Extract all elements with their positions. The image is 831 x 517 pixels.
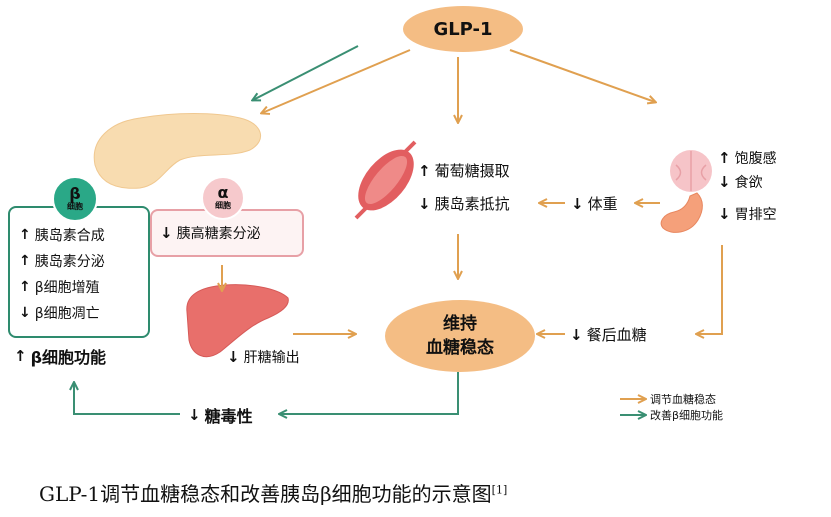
pancreas-illustration bbox=[93, 113, 262, 189]
beta-item: ↑胰岛素分泌 bbox=[19, 253, 105, 270]
orange-arrows bbox=[222, 49, 723, 399]
glucose-uptake-label: ↑葡萄糖摄取 bbox=[418, 161, 510, 181]
liver-illustration bbox=[186, 284, 289, 358]
glucose-homeostasis-node: 维持 血糖稳态 bbox=[385, 300, 535, 372]
satiety-label: ↑饱腹感 bbox=[718, 149, 777, 167]
beta-cell-effects-box: ↑胰岛素合成 ↑胰岛素分泌 ↑β细胞增殖 ↓β细胞凋亡 bbox=[8, 206, 150, 338]
caption-ref: [1] bbox=[491, 483, 508, 497]
figure-caption: GLP-1调节血糖稳态和改善胰岛β细胞功能的示意图[1] bbox=[39, 482, 508, 506]
postprandial-glucose-label: ↓餐后血糖 bbox=[570, 325, 647, 345]
muscle-illustration bbox=[354, 140, 417, 220]
gastric-emptying-label: ↓胃排空 bbox=[718, 205, 777, 223]
beta-sub: 细胞 bbox=[67, 202, 83, 211]
beta-cell-badge: β 细胞 bbox=[52, 176, 98, 222]
glp1-label: GLP-1 bbox=[433, 18, 493, 40]
glp1-node: GLP-1 bbox=[403, 6, 523, 52]
alpha-sub: 细胞 bbox=[215, 201, 231, 210]
alpha-cell-box: ↓胰高糖素分泌 bbox=[150, 209, 304, 257]
beta-symbol: β bbox=[69, 184, 81, 203]
alpha-symbol: α bbox=[217, 183, 229, 202]
beta-function-label: ↑β细胞功能 bbox=[14, 347, 107, 367]
beta-item: ↓β细胞凋亡 bbox=[19, 305, 100, 322]
appetite-label: ↓食欲 bbox=[718, 173, 763, 191]
insulin-resistance-label: ↓胰岛素抵抗 bbox=[418, 194, 510, 214]
alpha-cell-badge: α 细胞 bbox=[201, 176, 245, 220]
beta-item: ↑β细胞增殖 bbox=[19, 279, 100, 296]
green-arrows bbox=[74, 45, 645, 415]
legend-regulate: 调节血糖稳态 bbox=[650, 393, 716, 406]
stomach-illustration bbox=[660, 192, 703, 233]
legend-improve: 改善β细胞功能 bbox=[650, 409, 724, 422]
weight-label: ↓体重 bbox=[571, 194, 618, 214]
core-line2: 血糖稳态 bbox=[426, 338, 494, 358]
core-line1: 维持 bbox=[443, 314, 477, 334]
brain-illustration bbox=[670, 150, 712, 192]
liver-output-label: ↓肝糖输出 bbox=[227, 348, 300, 366]
glucotoxicity-label: ↓糖毒性 bbox=[188, 406, 253, 426]
beta-item: ↑胰岛素合成 bbox=[19, 227, 105, 244]
